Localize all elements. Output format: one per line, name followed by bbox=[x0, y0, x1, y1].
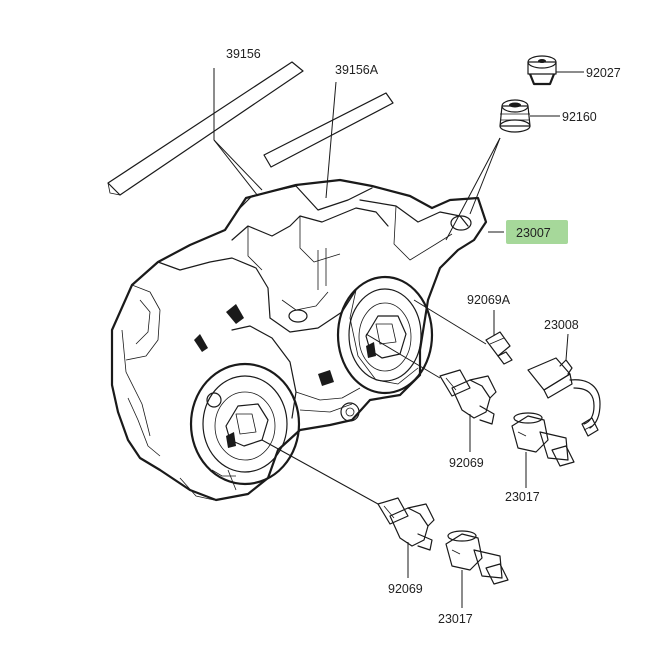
label-23017-upper[interactable]: 23017 bbox=[505, 490, 540, 504]
socket-23008[interactable] bbox=[527, 357, 601, 437]
label-23007[interactable]: 23007 bbox=[516, 226, 551, 240]
bulb-92069A[interactable] bbox=[485, 331, 513, 365]
label-92069-lower[interactable]: 92069 bbox=[388, 582, 423, 596]
lower-left-reflector-opening bbox=[189, 362, 301, 486]
upper-right-reflector-opening bbox=[336, 275, 434, 395]
label-23017-lower[interactable]: 23017 bbox=[438, 612, 473, 626]
bulb-92069-upper[interactable] bbox=[439, 369, 497, 425]
label-39156[interactable]: 39156 bbox=[226, 47, 261, 61]
label-92160[interactable]: 92160 bbox=[562, 110, 597, 124]
label-92069-upper[interactable]: 92069 bbox=[449, 456, 484, 470]
label-92027[interactable]: 92027 bbox=[586, 66, 621, 80]
leader-lines bbox=[213, 68, 584, 608]
label-23008[interactable]: 23008 bbox=[544, 318, 579, 332]
highlight-box-23007 bbox=[506, 220, 568, 244]
socket-23017-upper[interactable] bbox=[511, 412, 575, 467]
headlight-housing-23007[interactable] bbox=[110, 178, 488, 502]
grommet-92160[interactable] bbox=[499, 99, 531, 133]
cap-92027[interactable] bbox=[527, 55, 557, 86]
bulb-92069-lower[interactable] bbox=[377, 497, 435, 551]
label-92069A[interactable]: 92069A bbox=[467, 293, 511, 307]
trim-strip-39156[interactable] bbox=[107, 61, 304, 196]
trim-strip-39156A[interactable] bbox=[263, 92, 394, 168]
label-39156A[interactable]: 39156A bbox=[335, 63, 379, 77]
socket-23017-lower[interactable] bbox=[445, 530, 509, 585]
